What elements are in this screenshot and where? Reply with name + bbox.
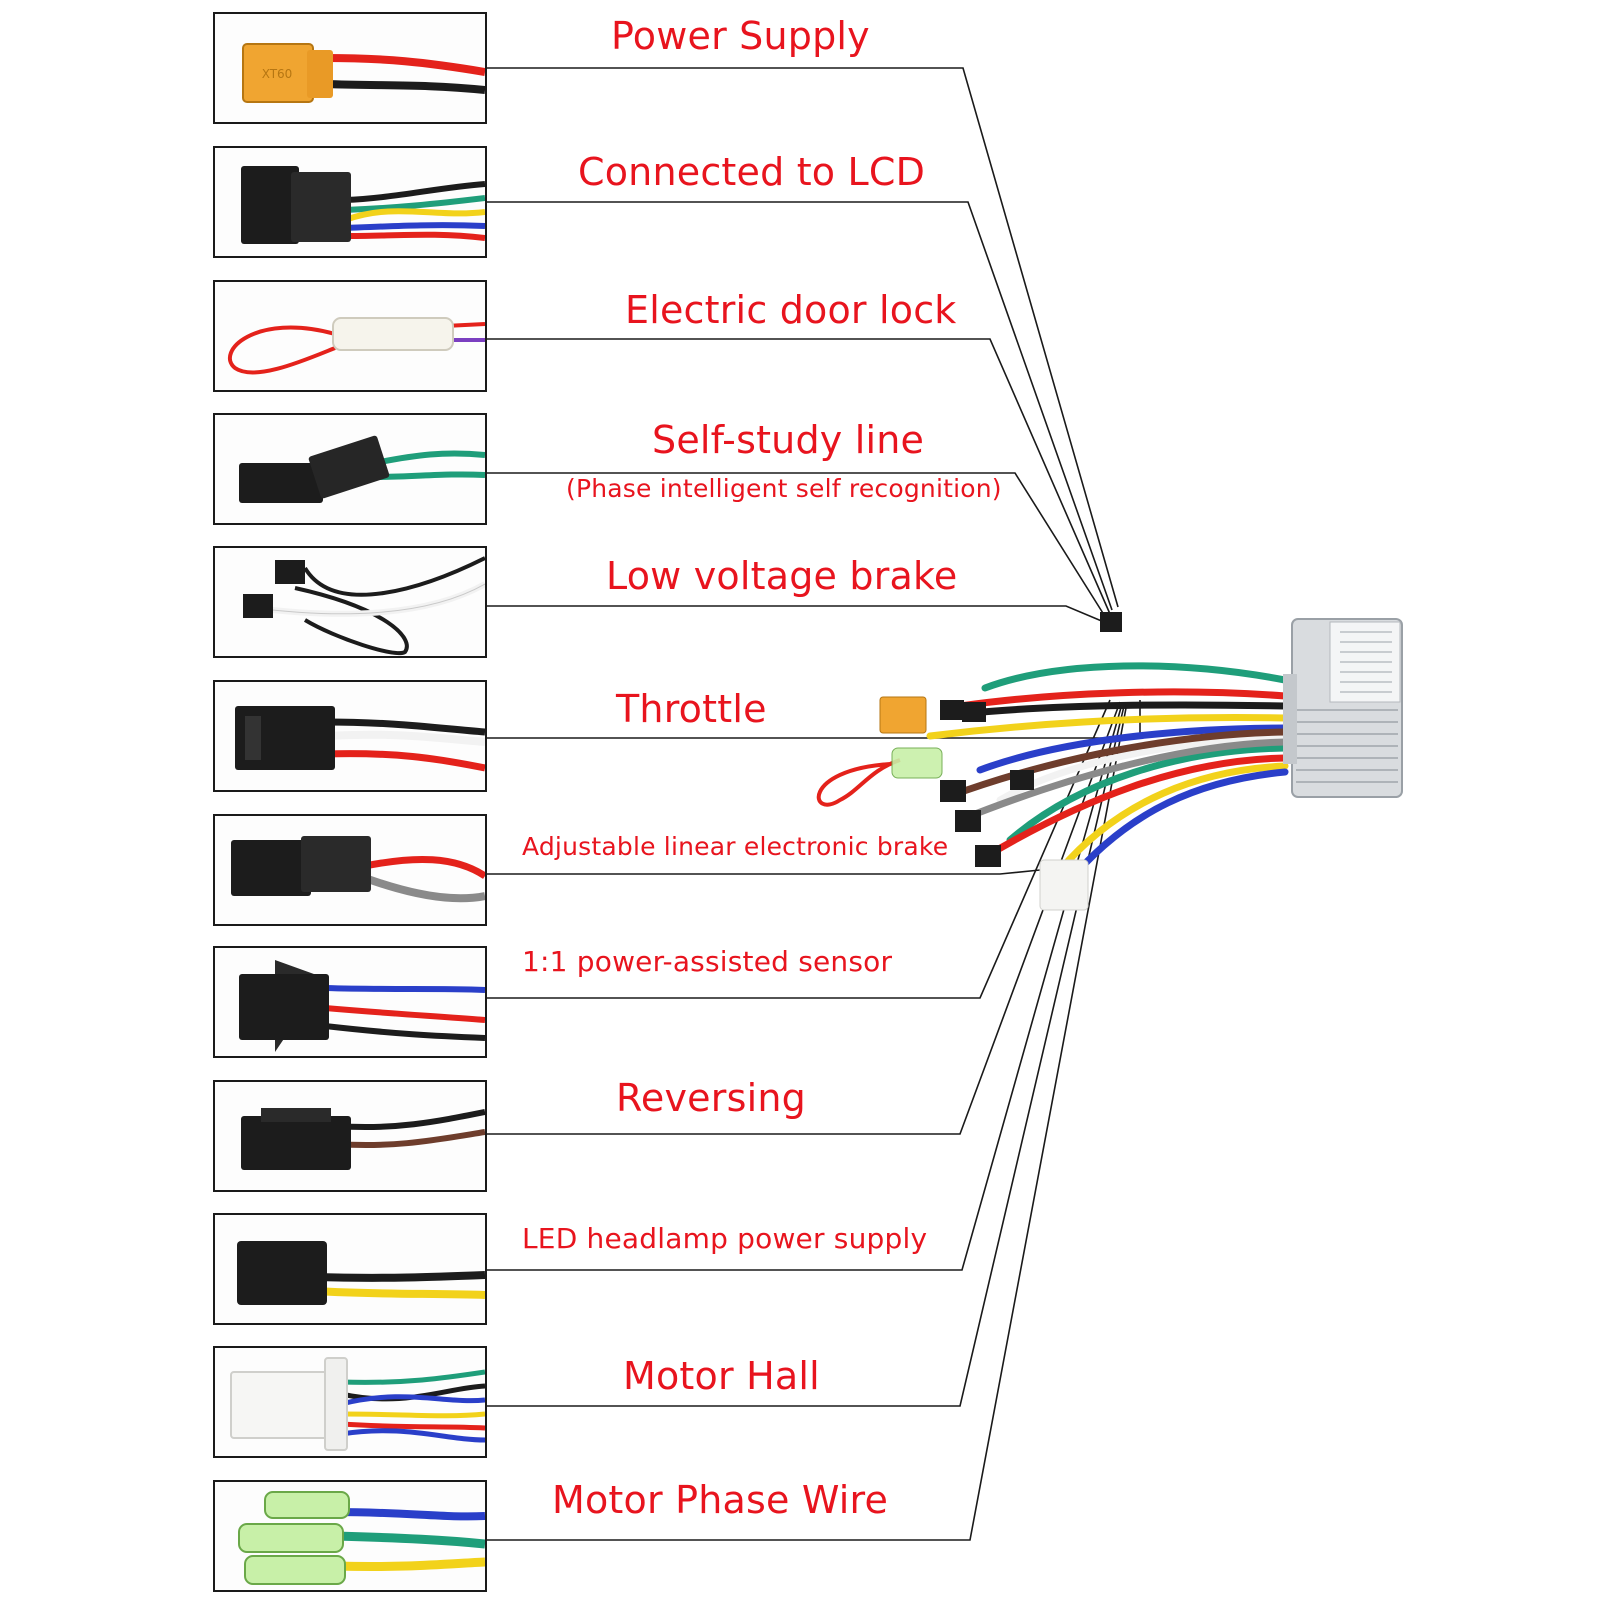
harness-wire-9 (956, 738, 1289, 824)
harness-wire-4 (926, 714, 1289, 740)
leader-line-11 (487, 705, 1125, 1407)
label-self-study-sub: (Phase intelligent self recognition) (566, 474, 1002, 503)
leader-line-4 (487, 472, 1107, 619)
brake-connector-icon (243, 556, 485, 656)
label-linear-brake: Adjustable linear electronic brake (522, 832, 949, 861)
label-motor-hall: Motor Hall (623, 1354, 820, 1398)
label-motor-phase-wire: Motor Phase Wire (552, 1478, 889, 1522)
leader-line-12 (487, 707, 1127, 1541)
label-self-study-line: Self-study line (652, 418, 925, 462)
leader-line-2 (487, 201, 1113, 611)
label-reversing: Reversing (616, 1076, 806, 1120)
connector-thumb-self-study (213, 413, 487, 525)
harness-wire-1 (981, 662, 1289, 692)
harness-wire-2 (956, 688, 1289, 710)
label-power-assist: 1:1 power-assisted sensor (522, 945, 893, 978)
leader-line-5 (487, 605, 1105, 623)
linear-brake-connector-icon (231, 836, 485, 903)
harness-plug-a (940, 700, 964, 720)
harness-hall-housing (1039, 859, 1089, 911)
harness-wire-10 (946, 728, 1289, 800)
led-headlamp-connector-icon (237, 1241, 485, 1305)
leader-line-9 (487, 701, 1121, 1135)
connector-thumb-power-supply: XT60 (213, 12, 487, 124)
controller-heatsink-fins (1296, 709, 1398, 783)
reversing-connector-icon (241, 1108, 485, 1170)
motor-controller (1283, 618, 1403, 798)
harness-wire-8 (976, 754, 1289, 864)
power-assist-connector-icon (239, 960, 485, 1052)
label-electric-door-lock: Electric door lock (625, 288, 957, 332)
harness-plug-d (955, 810, 981, 832)
motor-hall-connector-icon (230, 1357, 485, 1451)
label-power-supply: Power Supply (611, 14, 870, 58)
connector-thumb-low-voltage-brake (213, 546, 487, 658)
harness-wire-11 (1056, 762, 1289, 874)
connector-thumb-throttle (213, 680, 487, 792)
harness-plug-g (1100, 612, 1122, 632)
harness-lock-loop (816, 758, 901, 807)
leader-line-1 (487, 67, 1119, 608)
connector-thumb-lcd (213, 146, 487, 258)
connector-thumb-motor-phase (213, 1480, 487, 1592)
harness-plug-e (975, 845, 1001, 867)
lcd-connector-icon (241, 166, 485, 244)
harness-wire-7 (1006, 744, 1289, 844)
leader-line-3 (487, 338, 1111, 615)
self-study-connector-icon (239, 435, 485, 503)
connector-thumb-power-assist (213, 946, 487, 1058)
harness-plug-f (1010, 770, 1034, 790)
connector-thumb-reversing (213, 1080, 487, 1192)
connector-thumb-led-headlamp (213, 1213, 487, 1325)
harness-xt60-plug (879, 696, 927, 734)
wire-harness (926, 662, 1289, 884)
connector-thumb-door-lock (213, 280, 487, 392)
label-low-voltage-brake: Low voltage brake (606, 554, 958, 598)
label-led-headlamp: LED headlamp power supply (522, 1222, 928, 1255)
harness-bullet-connector (891, 747, 943, 779)
xt60-connector-icon: XT60 (242, 43, 485, 103)
connector-thumb-linear-brake (213, 814, 487, 926)
harness-plug-b (962, 702, 986, 722)
controller-wire-gland (1283, 674, 1297, 764)
door-lock-connector-icon (227, 317, 485, 375)
controller-plate-text-lines (1340, 631, 1392, 693)
harness-wire-12 (1066, 768, 1289, 884)
label-connected-to-lcd: Connected to LCD (578, 150, 926, 194)
harness-wire-5 (976, 724, 1289, 774)
connector-thumb-motor-hall (213, 1346, 487, 1458)
harness-connectors (816, 612, 1122, 911)
xt60-marking: XT60 (262, 67, 293, 81)
harness-wire-3 (956, 701, 1289, 718)
motor-phase-connector-icon (238, 1491, 485, 1585)
throttle-connector-icon (235, 706, 485, 772)
harness-plug-c (940, 780, 966, 802)
leader-line-7 (487, 869, 1041, 875)
label-throttle: Throttle (616, 687, 767, 731)
